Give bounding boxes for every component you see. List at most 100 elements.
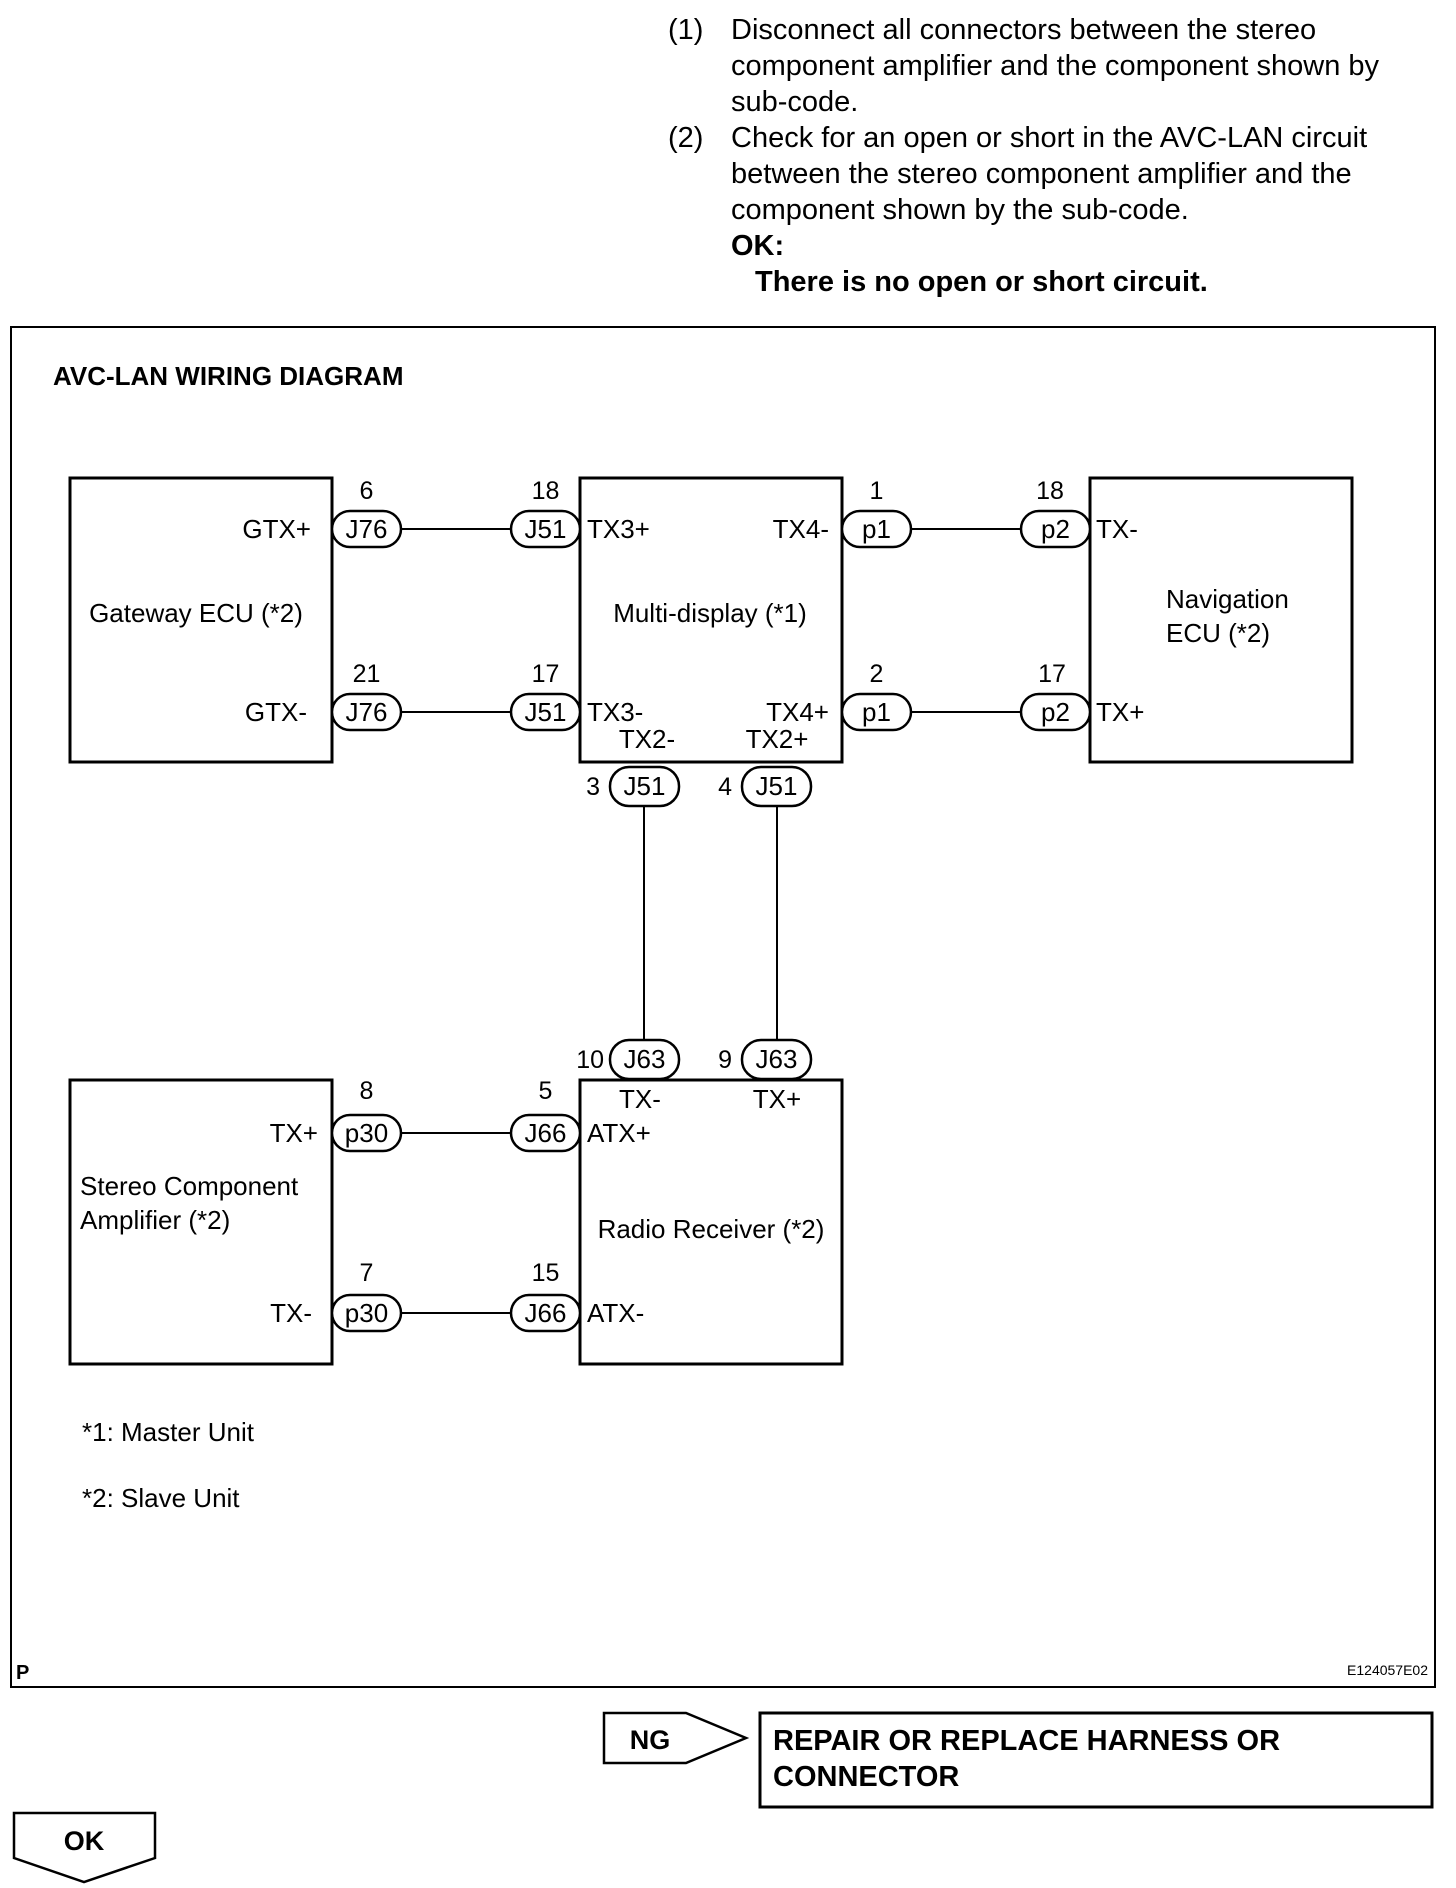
pin-number: 10 — [576, 1046, 604, 1074]
step-1-line-2: component amplifier and the component sh… — [731, 50, 1380, 82]
ng-result-line-1: REPAIR OR REPLACE HARNESS OR — [773, 1725, 1280, 1757]
md-pin-tx4-minus: TX4- — [773, 514, 829, 544]
connector-label: J76 — [346, 514, 388, 544]
md-pin-tx3-plus: TX3+ — [587, 514, 650, 544]
pin-number: 7 — [360, 1259, 374, 1287]
connector-md-bl: J51 17 — [509, 660, 582, 732]
connector-label: p30 — [345, 1298, 388, 1328]
step-2-number: (2) — [668, 122, 704, 154]
connector-label: p1 — [862, 697, 891, 727]
pin-number: 3 — [586, 773, 600, 801]
step-1-number: (1) — [668, 14, 704, 46]
connector-label: p2 — [1041, 514, 1070, 544]
radio-receiver-box — [578, 1078, 844, 1366]
rr-pin-tx-plus: TX+ — [753, 1084, 801, 1114]
connector-rr-t2: J63 9 — [718, 1038, 813, 1081]
gateway-pin-bottom: GTX- — [245, 697, 307, 727]
pin-number: 2 — [870, 660, 884, 688]
connector-label: J66 — [525, 1118, 567, 1148]
gateway-ecu-label: Gateway ECU (*2) — [89, 598, 303, 628]
ok-criteria-label: OK: — [731, 230, 785, 262]
radio-receiver-label: Radio Receiver (*2) — [598, 1214, 825, 1244]
figure-code: E124057E02 — [1347, 1662, 1428, 1678]
corner-label-p: P — [16, 1662, 29, 1684]
note-master-unit: *1: Master Unit — [82, 1417, 255, 1447]
multi-display-label: Multi-display (*1) — [613, 598, 807, 628]
step-2-line-1: Check for an open or short in the AVC-LA… — [731, 122, 1368, 154]
ng-result-line-2: CONNECTOR — [773, 1761, 959, 1793]
pin-number: 17 — [1038, 660, 1066, 688]
connector-rr-t1: J63 10 — [576, 1038, 681, 1081]
connector-rr-tl: J66 5 — [509, 1077, 582, 1153]
wires — [401, 528, 1021, 1314]
pin-number: 6 — [360, 477, 374, 505]
connector-label: J51 — [624, 771, 666, 801]
connector-gw-top: J76 6 — [330, 477, 403, 549]
connector-label: p2 — [1041, 697, 1070, 727]
diagram-title: AVC-LAN WIRING DIAGRAM — [53, 361, 403, 391]
md-pin-tx2-minus: TX2- — [619, 724, 675, 754]
nav-pin-tx-plus: TX+ — [1096, 697, 1144, 727]
rr-pin-tx-minus: TX- — [619, 1084, 661, 1114]
connector-label: J76 — [346, 697, 388, 727]
pin-number: 8 — [360, 1077, 374, 1105]
navigation-ecu-box — [1088, 476, 1354, 764]
pin-number: 17 — [532, 660, 560, 688]
step-1-line-1: Disconnect all connectors between the st… — [731, 14, 1317, 46]
connector-md-tl: J51 18 — [509, 477, 582, 549]
pin-number: 21 — [353, 660, 381, 688]
note-slave-unit: *2: Slave Unit — [82, 1483, 240, 1513]
step-2-line-2: between the stereo component amplifier a… — [731, 158, 1352, 190]
connector-nav-bot: p2 17 — [1019, 660, 1092, 732]
connector-amp-top: p30 8 — [330, 1077, 403, 1153]
gateway-pin-top: GTX+ — [242, 514, 311, 544]
connector-nav-top: p2 18 — [1019, 477, 1092, 549]
amp-pin-tx-minus: TX- — [270, 1298, 312, 1328]
ng-arrow — [602, 1711, 750, 1765]
pin-number: 1 — [870, 477, 884, 505]
connector-md-b1: J51 3 — [586, 765, 681, 808]
connector-md-tr: p1 1 — [840, 477, 913, 549]
rr-pin-atx-plus: ATX+ — [587, 1118, 651, 1148]
amplifier-label-1: Stereo Component — [80, 1171, 299, 1201]
ng-result-box — [758, 1711, 1434, 1809]
pin-number: 18 — [532, 477, 560, 505]
connector-gw-bot: J76 21 — [330, 660, 403, 732]
md-pin-tx2-plus: TX2+ — [746, 724, 809, 754]
amp-pin-tx-plus: TX+ — [270, 1118, 318, 1148]
pin-number: 18 — [1036, 477, 1064, 505]
pin-number: 5 — [539, 1077, 553, 1105]
multi-display-box — [578, 476, 844, 764]
connector-label: J63 — [756, 1044, 798, 1074]
connector-md-b2: J51 4 — [718, 765, 813, 808]
gateway-ecu-box — [68, 476, 334, 764]
connector-md-br: p1 2 — [840, 660, 913, 732]
ng-label: NG — [630, 1725, 671, 1755]
connector-rr-bl: J66 15 — [509, 1259, 582, 1333]
stereo-amplifier-box — [68, 1078, 334, 1366]
rr-pin-atx-minus: ATX- — [587, 1298, 644, 1328]
ok-label: OK — [64, 1826, 105, 1856]
md-pin-tx4-plus: TX4+ — [766, 697, 829, 727]
amplifier-label-2: Amplifier (*2) — [80, 1205, 230, 1235]
step-1-text: Disconnect all connectors between the st… — [731, 12, 1379, 120]
connector-label: p1 — [862, 514, 891, 544]
step-1-line-3: sub-code. — [731, 86, 859, 118]
connector-label: J51 — [525, 697, 567, 727]
connector-label: J51 — [525, 514, 567, 544]
md-pin-tx3-minus: TX3- — [587, 697, 643, 727]
ok-arrow — [12, 1811, 157, 1884]
connector-label: J63 — [624, 1044, 666, 1074]
pin-number: 4 — [718, 773, 732, 801]
connector-label: p30 — [345, 1118, 388, 1148]
step-2-text: Check for an open or short in the AVC-LA… — [731, 120, 1367, 300]
ok-criteria-text: There is no open or short circuit. — [755, 266, 1208, 298]
step-2-line-3: component shown by the sub-code. — [731, 194, 1189, 226]
diagram-frame — [10, 326, 1436, 1688]
nav-pin-tx-minus: TX- — [1096, 514, 1138, 544]
pin-number: 15 — [532, 1259, 560, 1287]
connector-label: J66 — [525, 1298, 567, 1328]
navigation-ecu-label-1: Navigation — [1166, 584, 1289, 614]
pin-number: 9 — [718, 1046, 732, 1074]
